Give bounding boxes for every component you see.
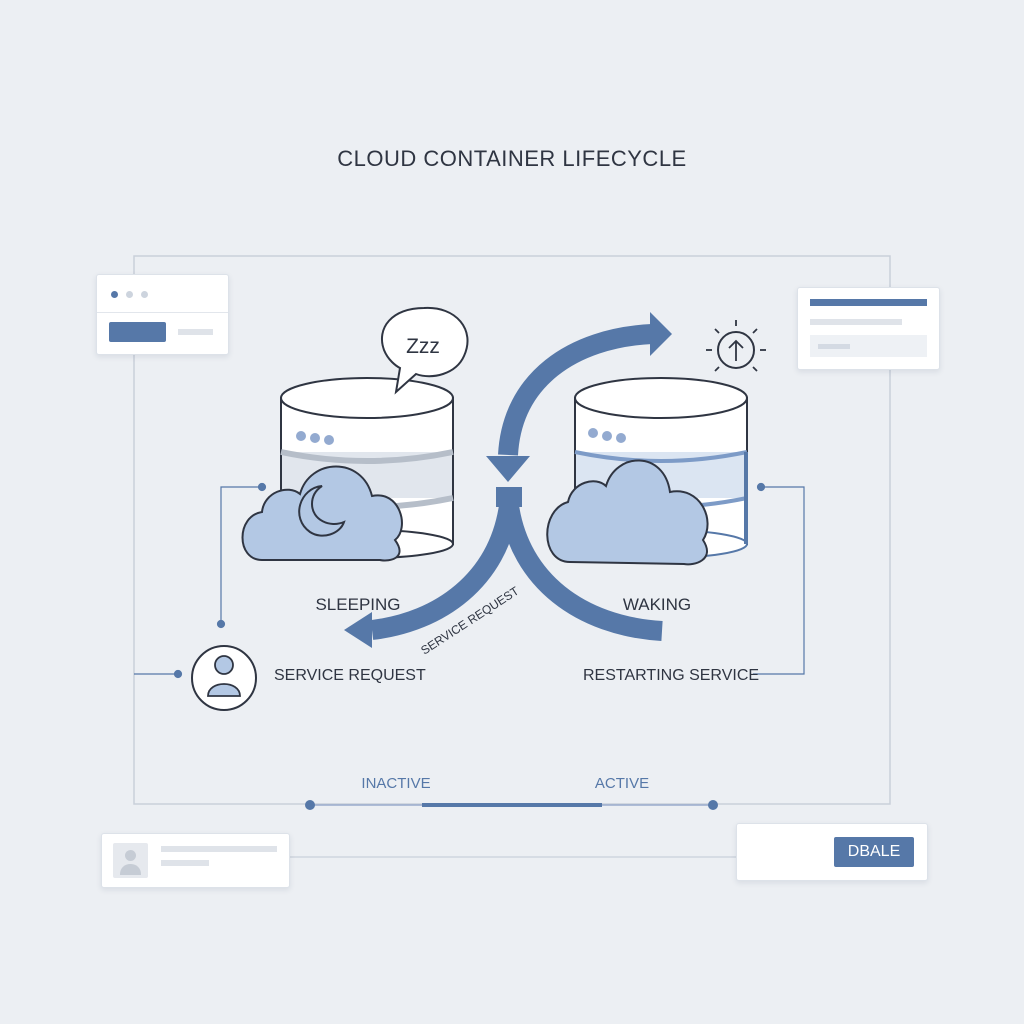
timeline-start-dot (305, 800, 315, 810)
placeholder-line (178, 329, 213, 335)
restarting-service-label: RESTARTING SERVICE (583, 667, 759, 684)
placeholder-line (818, 344, 850, 349)
placeholder-line (810, 319, 902, 325)
connector-lines (134, 482, 805, 679)
placeholder-line (161, 846, 277, 852)
moon-icon (298, 485, 346, 537)
placeholder-box (810, 335, 927, 357)
timeline-inactive-label: INACTIVE (361, 775, 430, 792)
avatar-body (120, 864, 141, 875)
timeline-active-label: ACTIVE (595, 775, 649, 792)
state-timeline: INACTIVE ACTIVE (305, 775, 718, 810)
status-panel-card (797, 287, 940, 370)
sleep-bubble-text: Zzz (406, 335, 440, 358)
placeholder-bar (109, 322, 166, 342)
waking-cloud (546, 459, 709, 566)
avatar (113, 843, 148, 878)
timeline-end-dot (708, 800, 718, 810)
browser-window-card (96, 274, 229, 355)
window-dot-icon (126, 291, 133, 298)
wake-arc-arrow (498, 324, 653, 456)
sunrise-icon (706, 320, 766, 372)
waking-label: WAKING (623, 595, 691, 614)
speech-bubble-icon: Zzz (381, 306, 469, 395)
action-card: DBALE (736, 823, 928, 881)
service-request-label: SERVICE REQUEST (274, 667, 426, 684)
restart-arrow (499, 504, 663, 641)
window-dot-icon (141, 291, 148, 298)
placeholder-line (161, 860, 209, 866)
user-icon (191, 645, 257, 711)
card-divider (97, 312, 228, 313)
placeholder-bar (810, 299, 927, 306)
avatar-head (125, 850, 136, 861)
dbale-button[interactable]: DBALE (834, 837, 914, 867)
window-dot-icon (111, 291, 118, 298)
sleeping-label: SLEEPING (315, 595, 400, 614)
sleep-arrow (370, 504, 519, 640)
diagram-title: CLOUD CONTAINER LIFECYCLE (337, 146, 687, 171)
flow-arrows (344, 312, 672, 648)
sleeping-cloud (241, 465, 403, 562)
user-profile-card (101, 833, 290, 888)
